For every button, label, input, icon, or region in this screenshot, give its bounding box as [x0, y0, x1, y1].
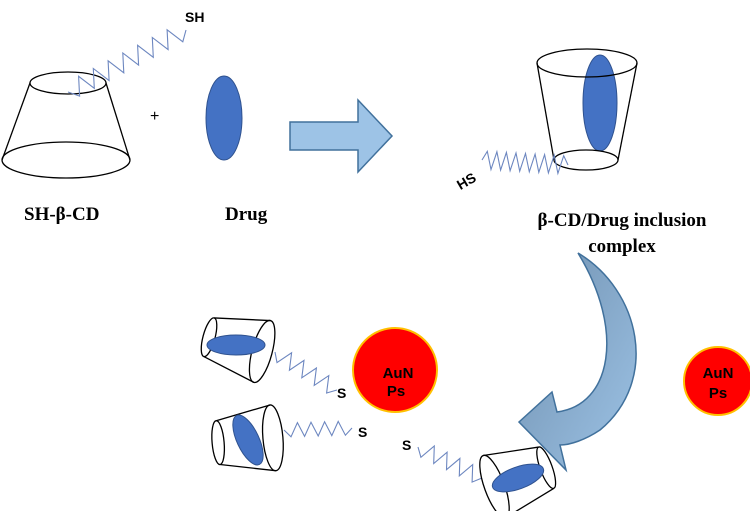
sh-beta-cd-label: SH-β-CD: [24, 204, 99, 225]
conj-chain-2: [283, 420, 353, 438]
sh-beta-cd-cone: [1, 71, 131, 179]
aunp-conj-label-line2: Ps: [387, 383, 405, 400]
sh-group-label: SH: [185, 9, 204, 25]
conj-chain-3: [417, 444, 483, 483]
small-complex-3: [479, 446, 557, 511]
gold-nanoparticle: AuN Ps: [683, 346, 750, 416]
conj-chain-1: [274, 351, 338, 394]
reaction-arrow: [289, 98, 394, 174]
aunp-label-line2: Ps: [709, 385, 727, 402]
sulfur-label-1: S: [337, 385, 346, 401]
complex-label-line1: β-CD/Drug inclusion: [538, 210, 707, 231]
drug-label: Drug: [225, 204, 268, 225]
curved-arrow: [517, 252, 637, 473]
small-complex-2: [211, 404, 284, 472]
inclusion-complex: [536, 48, 638, 171]
plus-sign: +: [150, 108, 159, 125]
drug-molecule: [205, 75, 243, 161]
aunp-label-line1: AuN: [703, 365, 734, 382]
complex-thiol-chain: [481, 149, 569, 176]
sulfur-label-2: S: [358, 424, 367, 440]
sulfur-label-3: S: [402, 437, 411, 453]
small-complex-1: [200, 317, 276, 384]
functionalized-gold-nanoparticle: AuN Ps: [352, 327, 438, 413]
aunp-conj-label-line1: AuN: [383, 365, 414, 382]
complex-label-line2: complex: [588, 236, 656, 257]
hs-group-label: HS: [454, 169, 479, 193]
thiol-chain: [67, 28, 187, 97]
